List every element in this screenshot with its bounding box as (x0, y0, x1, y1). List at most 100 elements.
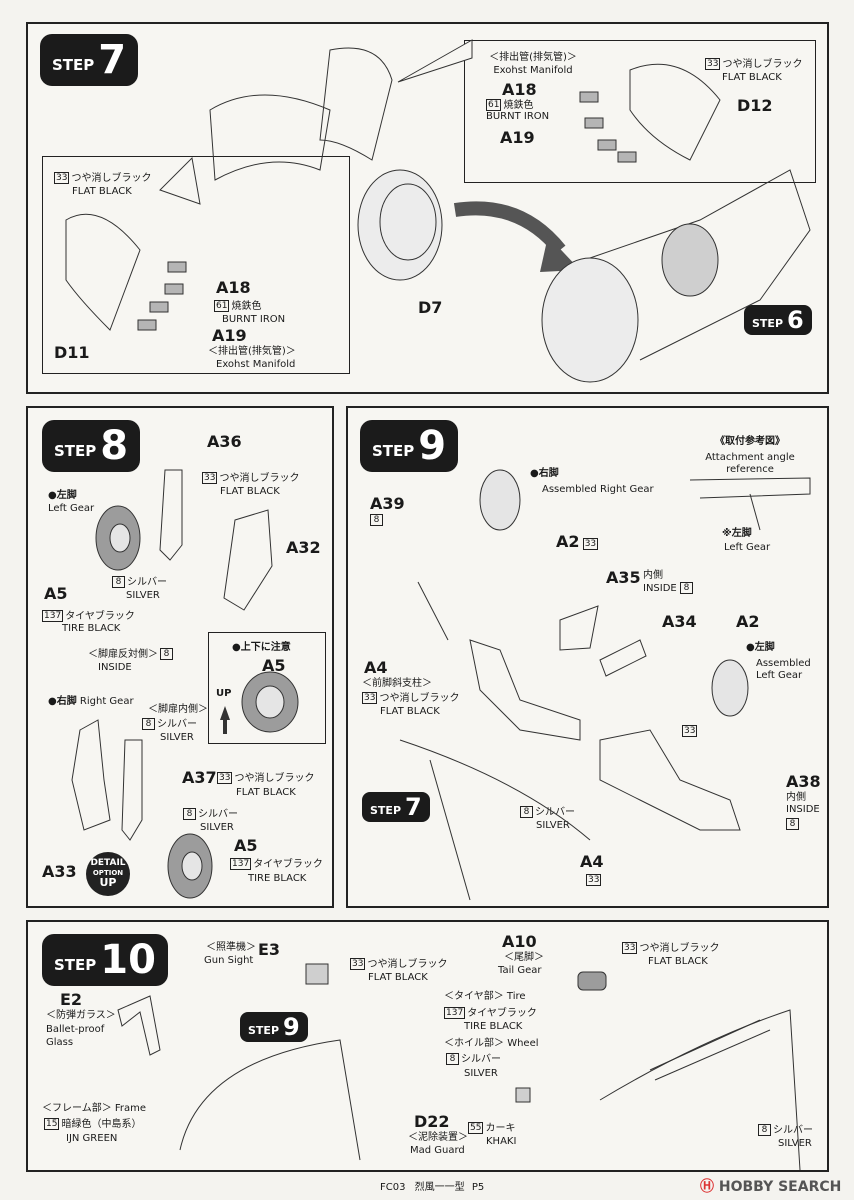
right-gear-jp: ●右脚 (530, 468, 559, 479)
manifold-label-jp: ＜排出管(排気管)＞ (489, 52, 577, 63)
color-name-jp: タイヤブラック (253, 859, 323, 870)
r-tire-en: TIRE BLACK (248, 873, 307, 884)
strut-jp: ＜前脚斜支柱＞ (362, 678, 432, 689)
part-a2b: A2 (736, 612, 760, 631)
watermark-text: HOBBY SEARCH (718, 1179, 842, 1195)
wheel-color-en: SILVER (464, 1068, 498, 1079)
color-name-jp: つや消しブラック (234, 773, 315, 784)
part-a32: A32 (286, 538, 321, 557)
door-inside-jp: ＜脚扉内側＞ (148, 704, 208, 715)
part-a38: A38 (786, 772, 821, 791)
ref-left-gear-jp: ※左脚 (722, 528, 752, 539)
color-name-jp: タイヤブラック (467, 1008, 537, 1019)
left-manifold-jp: ＜排出管(排気管)＞ (208, 346, 296, 357)
color-code: 33 (217, 772, 233, 784)
color-code: 33 (54, 172, 70, 184)
step-number: 7 (98, 37, 127, 83)
footer-page: P5 (471, 1182, 485, 1193)
left-part-a18: A18 (216, 278, 251, 297)
s8-inside-en: INSIDE (98, 662, 132, 673)
inside-jp: ＜脚扉反対側＞ (88, 649, 158, 660)
color-code: 8 (520, 806, 533, 818)
glass-jp: ＜防弾ガラス＞ (46, 1010, 116, 1021)
color-code: 33 (682, 725, 698, 737)
color-code: 8 (142, 718, 155, 730)
color-name-jp: 焼鉄色 (231, 301, 262, 312)
color-name-jp: シルバー (535, 807, 575, 818)
color-61-en: BURNT IRON (486, 111, 550, 122)
part-a39: A39 (370, 494, 405, 513)
color-name-jp: 焼鉄色 (503, 100, 534, 111)
right-gear-jp: ●右脚 (48, 696, 77, 707)
tire-color-en: TIRE BLACK (464, 1021, 523, 1032)
color-code: 55 (468, 1122, 484, 1134)
left-gear-en: Left Gear (48, 503, 95, 514)
color-code: 8 (446, 1053, 459, 1065)
d22-color-en: KHAKI (486, 1136, 517, 1147)
part-d22: D22 (414, 1112, 450, 1131)
gun-sight-jp: ＜照準機＞ (206, 942, 256, 953)
detail-line3: UP (99, 876, 117, 889)
r-silver-en: SILVER (200, 822, 234, 833)
mud-guard-en: Mad Guard (410, 1145, 465, 1156)
step8-badge: STEP 8 (42, 420, 141, 472)
color-code: 33 (705, 58, 721, 70)
step-word: STEP (752, 316, 784, 330)
page-footer: FC03 烈風一一型 P5 (380, 1178, 484, 1193)
e3-color-en: FLAT BLACK (368, 972, 428, 983)
step-number: 6 (787, 306, 804, 334)
left-part-a19: A19 (212, 326, 247, 345)
step-word: STEP (54, 956, 97, 974)
color-name-jp: シルバー (773, 1125, 813, 1136)
a38-inside-jp: 内側 (786, 792, 806, 803)
s8-inside-jp: ＜脚扉反対側＞8 (88, 648, 175, 661)
color-code: 33 (362, 692, 378, 704)
part-a35: A35 (606, 568, 641, 587)
s10-silver-en: SILVER (778, 1138, 812, 1149)
color-code: 137 (444, 1007, 466, 1019)
s9-silver-en: SILVER (536, 820, 570, 831)
color-code: 8 (112, 576, 125, 588)
color-code: 137 (42, 610, 64, 622)
attach-ref-en1: Attachment angle (705, 452, 795, 463)
part-a34: A34 (662, 612, 697, 631)
part-e3: E3 (258, 940, 281, 959)
color-code: 8 (370, 514, 383, 526)
wheel-en: Wheel (507, 1038, 539, 1049)
part-a36: A36 (207, 432, 242, 451)
part-a10: A10 (502, 932, 537, 951)
part-a33: A33 (42, 862, 77, 881)
s8-color-33-en: FLAT BLACK (220, 486, 280, 497)
color-code: 15 (44, 1118, 60, 1130)
step-word: STEP (54, 442, 97, 460)
frame-color-en: IJN GREEN (66, 1133, 118, 1144)
assembled-left-en1: Assembled (756, 658, 811, 669)
color-code: 61 (486, 99, 502, 111)
color-code: 8 (679, 582, 693, 594)
step-number: 9 (283, 1013, 300, 1041)
step9-ref-badge: STEP 9 (240, 1012, 308, 1042)
right-gear-en: Assembled Right Gear (542, 484, 654, 495)
color-name-jp: つや消しブラック (379, 693, 460, 704)
detail-line2: OPTION (92, 869, 124, 877)
frame-label: ＜フレーム部＞ Frame (42, 1103, 146, 1115)
tire-jp: ＜タイヤ部＞ (444, 991, 504, 1002)
a38-color: 8 (786, 818, 801, 831)
door-silver-en: SILVER (160, 732, 194, 743)
color-name-jp: シルバー (157, 719, 197, 730)
wheel-part-label: ＜ホイル部＞ Wheel (444, 1038, 539, 1050)
right-gear-en: Right Gear (79, 696, 134, 707)
